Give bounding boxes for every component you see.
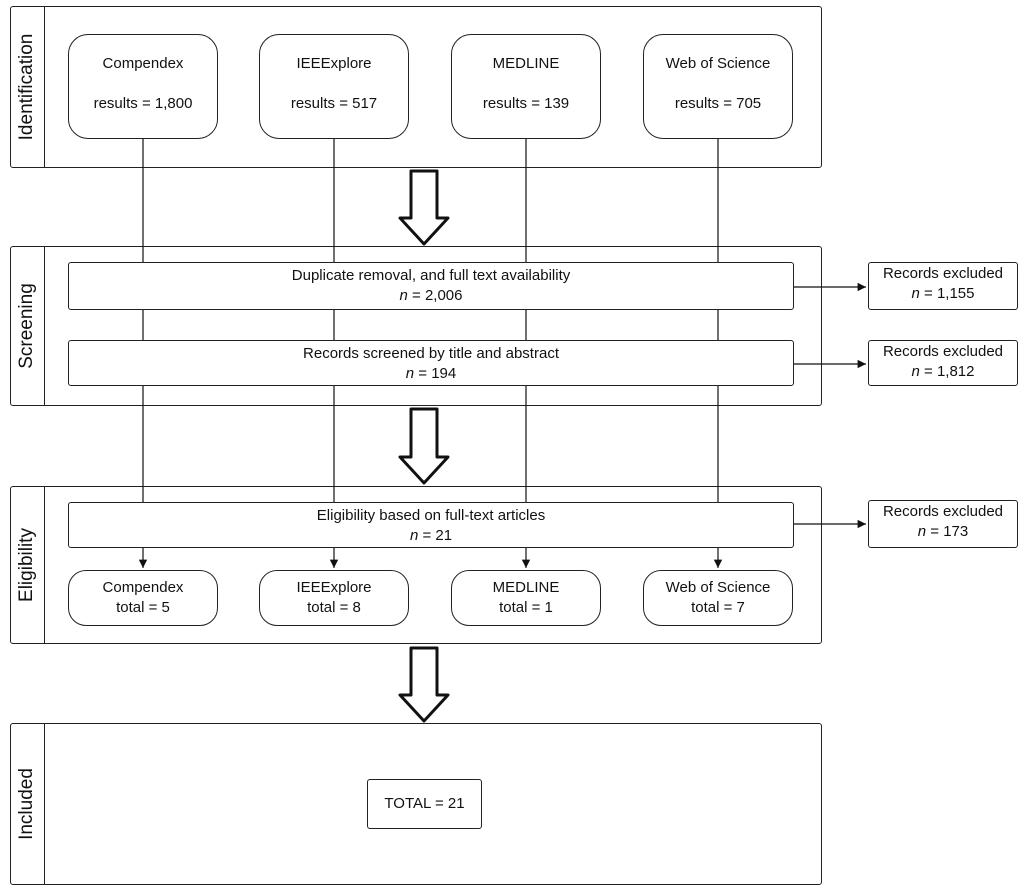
source-medline: MEDLINE results = 139 [451, 34, 601, 139]
excluded-title: Records excluded [882, 343, 1004, 360]
included-tab: Included [10, 723, 45, 885]
source-compendex: Compendex results = 1,800 [68, 34, 218, 139]
result-name: MEDLINE [492, 579, 560, 596]
result-name: Compendex [102, 579, 184, 596]
result-web-of-science: Web of Science total = 7 [643, 570, 793, 626]
source-results: results = 705 [674, 95, 762, 112]
full-text-eligibility-title: Eligibility based on full-text articles [316, 507, 546, 524]
source-name: Compendex [102, 55, 184, 72]
result-name: Web of Science [665, 579, 771, 596]
included-total-box: TOTAL = 21 [367, 779, 482, 829]
excluded-box-2: Records excluded n = 1,812 [868, 340, 1018, 386]
result-name: IEEExplore [296, 579, 372, 596]
result-total: total = 5 [116, 599, 170, 616]
source-web-of-science: Web of Science results = 705 [643, 34, 793, 139]
result-ieeexplore: IEEExplore total = 8 [259, 570, 409, 626]
included-total-text: TOTAL = 21 [384, 795, 465, 812]
excluded-count: n = 1,812 [911, 363, 975, 380]
screening-tab: Screening [10, 246, 45, 406]
result-total: total = 8 [307, 599, 361, 616]
full-text-eligibility-count: n = 21 [409, 527, 453, 544]
result-compendex: Compendex total = 5 [68, 570, 218, 626]
source-name: IEEExplore [296, 55, 372, 72]
stage-arrow-1 [398, 169, 450, 246]
source-results: results = 1,800 [93, 95, 193, 112]
duplicate-removal-title: Duplicate removal, and full text availab… [291, 267, 571, 284]
source-results: results = 517 [290, 95, 378, 112]
excluded-count: n = 173 [917, 523, 969, 540]
stage-arrow-3 [398, 646, 450, 723]
excluded-count: n = 1,155 [911, 285, 975, 302]
title-abstract-box: Records screened by title and abstract n… [68, 340, 794, 386]
duplicate-removal-box: Duplicate removal, and full text availab… [68, 262, 794, 310]
result-total: total = 1 [499, 599, 553, 616]
duplicate-removal-count: n = 2,006 [399, 287, 463, 304]
eligibility-tab: Eligibility [10, 486, 45, 644]
source-results: results = 139 [482, 95, 570, 112]
full-text-eligibility-box: Eligibility based on full-text articles … [68, 502, 794, 548]
stage-arrow-2 [398, 407, 450, 485]
identification-tab: Identification [10, 6, 45, 168]
result-medline: MEDLINE total = 1 [451, 570, 601, 626]
source-ieeexplore: IEEExplore results = 517 [259, 34, 409, 139]
result-total: total = 7 [691, 599, 745, 616]
source-name: Web of Science [665, 55, 771, 72]
excluded-title: Records excluded [882, 265, 1004, 282]
source-name: MEDLINE [492, 55, 560, 72]
title-abstract-title: Records screened by title and abstract [303, 345, 559, 362]
title-abstract-count: n = 194 [405, 365, 457, 382]
excluded-box-1: Records excluded n = 1,155 [868, 262, 1018, 310]
excluded-title: Records excluded [882, 503, 1004, 520]
excluded-box-3: Records excluded n = 173 [868, 500, 1018, 548]
